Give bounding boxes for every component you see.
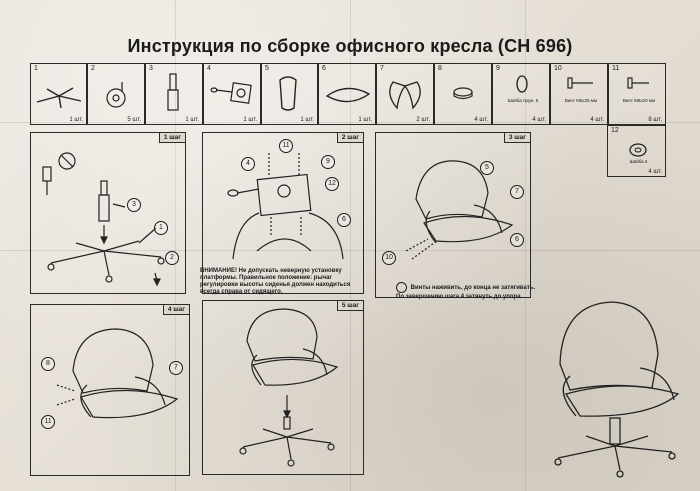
part-qty: 4 шт. — [474, 117, 488, 123]
part-cell: 2 5 шт. — [87, 63, 145, 125]
cap-icon — [453, 87, 473, 100]
part-cell: 4 1 шт. — [203, 63, 261, 125]
part-number: 5 — [265, 65, 269, 72]
part-cell: 8 4 шт. — [434, 63, 492, 125]
part-qty: 4 шт. — [532, 117, 546, 123]
part-qty: 4 шт. — [648, 169, 662, 175]
armrests-icon — [389, 81, 421, 110]
callout-number: 7 — [169, 361, 183, 375]
callout-number: 6 — [510, 233, 524, 247]
parts-list: 1 1 шт. 2 5 шт. 3 1 шт. 4 — [30, 63, 666, 125]
callout-number: 3 — [127, 198, 141, 212]
callout-number: 11 — [279, 139, 293, 153]
callout-number: 11 — [41, 415, 55, 429]
callout-number: 12 — [325, 177, 339, 191]
backrest-frame-icon — [279, 76, 297, 111]
part-cell: 10 Винт М6х25 мм 4 шт. — [550, 63, 608, 125]
gas-lift-icon — [167, 73, 179, 111]
callout-number: 9 — [321, 155, 335, 169]
step-4-illustration — [56, 328, 179, 419]
step-3-panel: 3 шаг 5 7 6 10 — [375, 132, 531, 298]
callout-number: 7 — [510, 185, 524, 199]
part-cell: 7 2 шт. — [376, 63, 434, 125]
part-number: 1 — [34, 65, 38, 72]
caster-wheel-icon — [106, 82, 126, 108]
step-1-panel: 1 шаг 3 1 2 — [30, 132, 186, 294]
part-label: Шайба пруж. 6 — [507, 98, 539, 103]
step-2-illustration — [227, 153, 344, 260]
callout-number: 8 — [41, 357, 55, 371]
part-qty: 1 шт. — [243, 117, 257, 123]
part-cell: 9 Шайба пруж. 6 4 шт. — [492, 63, 550, 125]
paper-crease — [0, 122, 700, 123]
part-number: 2 — [91, 65, 95, 72]
paper-crease — [350, 0, 351, 491]
part-qty: 1 шт. — [69, 117, 83, 123]
part-qty: 5 шт. — [127, 117, 141, 123]
step-5-illustration — [239, 308, 339, 467]
flat-washer-icon — [629, 143, 647, 157]
page-title: Инструкция по сборке офисного кресла (СН… — [127, 36, 573, 56]
seat-cushion-icon — [325, 87, 371, 103]
part-cell: 6 1 шт. — [318, 63, 376, 125]
step-3-illustration — [405, 160, 514, 260]
step-label: 5 шаг — [336, 300, 364, 311]
part-cell: 11 Винт М6х20 мм 8 шт. — [608, 63, 666, 125]
part-cell-washer: 12 Шайба 6 4 шт. — [607, 125, 666, 177]
step-label: 2 шаг — [336, 132, 364, 143]
part-label: Винт М6х25 мм — [564, 98, 598, 103]
part-number: 3 — [149, 65, 153, 72]
assembled-chair-illustration — [554, 301, 680, 478]
part-label: Шайба 6 — [629, 159, 648, 164]
step-3-note-text: Винты наживить, до конца не затягивать. … — [396, 285, 536, 300]
part-number: 12 — [611, 127, 619, 134]
callout-number: 1 — [154, 221, 168, 235]
step-label: 1 шаг — [158, 132, 186, 143]
paper-crease — [525, 0, 526, 491]
part-cell: 1 1 шт. — [30, 63, 87, 125]
step-label: 3 шаг — [503, 132, 531, 143]
step-2-panel: 2 шаг 11 4 9 12 6 — [202, 132, 364, 294]
part-number: 8 — [438, 65, 442, 72]
part-number: 9 — [496, 65, 500, 72]
callout-number: 2 — [165, 251, 179, 265]
part-qty: 8 шт. — [648, 117, 662, 123]
spring-washer-icon — [516, 75, 528, 93]
warning-text: ВНИМАНИЕ! Не допускать неверную установк… — [200, 268, 351, 295]
step-5-panel: 5 шаг — [202, 300, 364, 475]
callout-number: 4 — [241, 157, 255, 171]
part-qty: 2 шт. — [416, 117, 430, 123]
callout-number: 5 — [480, 161, 494, 175]
part-qty: 1 шт. — [300, 117, 314, 123]
screw-m6x25-icon — [567, 77, 593, 89]
part-qty: 1 шт. — [185, 117, 199, 123]
part-number: 10 — [554, 65, 562, 72]
callout-number: 6 — [337, 213, 351, 227]
callout-number: 10 — [382, 251, 396, 265]
part-cell: 5 1 шт. — [261, 63, 318, 125]
mechanism-plate-icon — [210, 82, 252, 104]
part-number: 4 — [207, 65, 211, 72]
step-4-panel: 4 шаг 8 7 11 — [30, 304, 190, 476]
paper-crease — [175, 0, 176, 491]
part-number: 7 — [380, 65, 384, 72]
screw-m6x20-icon — [627, 77, 649, 89]
part-number: 6 — [322, 65, 326, 72]
part-cell: 3 1 шт. — [145, 63, 203, 125]
step-3-note: Винты наживить, до конца не затягивать. … — [396, 282, 536, 301]
paper-crease — [0, 250, 700, 251]
part-qty: 1 шт. — [358, 117, 372, 123]
part-number: 11 — [612, 65, 620, 72]
screw-note-icon — [396, 282, 407, 293]
chair-base-icon — [36, 87, 82, 109]
step-label: 4 шаг — [162, 304, 190, 315]
part-label: Винт М6х20 мм — [622, 98, 656, 103]
part-qty: 4 шт. — [590, 117, 604, 123]
step-1-illustration — [42, 152, 165, 287]
